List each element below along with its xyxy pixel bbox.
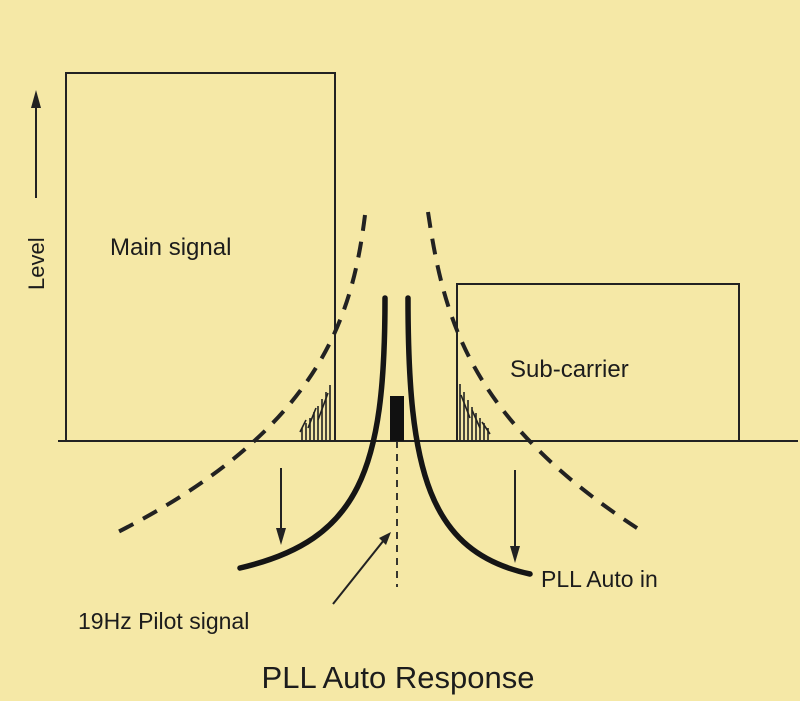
right-down-arrow <box>510 470 520 563</box>
wide-response-right-curve <box>426 211 642 532</box>
right-leakage-hatch <box>459 384 491 441</box>
pll-response-right-curve <box>405 295 533 577</box>
diagram-title: PLL Auto Response <box>262 660 535 695</box>
level-axis-label: Level <box>24 237 49 290</box>
pilot-leader-arrow <box>332 532 391 605</box>
pilot-signal-bar <box>390 396 404 441</box>
pilot-signal-label: 19Hz Pilot signal <box>78 608 249 634</box>
main-signal-label: Main signal <box>110 234 231 261</box>
pll-auto-in-label: PLL Auto in <box>541 566 658 592</box>
main-signal-box <box>65 72 336 441</box>
sub-carrier-box <box>456 283 740 441</box>
wide-response-left-curve <box>117 214 367 534</box>
level-axis-arrow <box>31 90 41 198</box>
sub-carrier-label: Sub-carrier <box>510 356 629 383</box>
left-leakage-hatch <box>299 385 331 441</box>
left-down-arrow <box>276 468 286 545</box>
pll-response-left-curve <box>237 295 388 571</box>
